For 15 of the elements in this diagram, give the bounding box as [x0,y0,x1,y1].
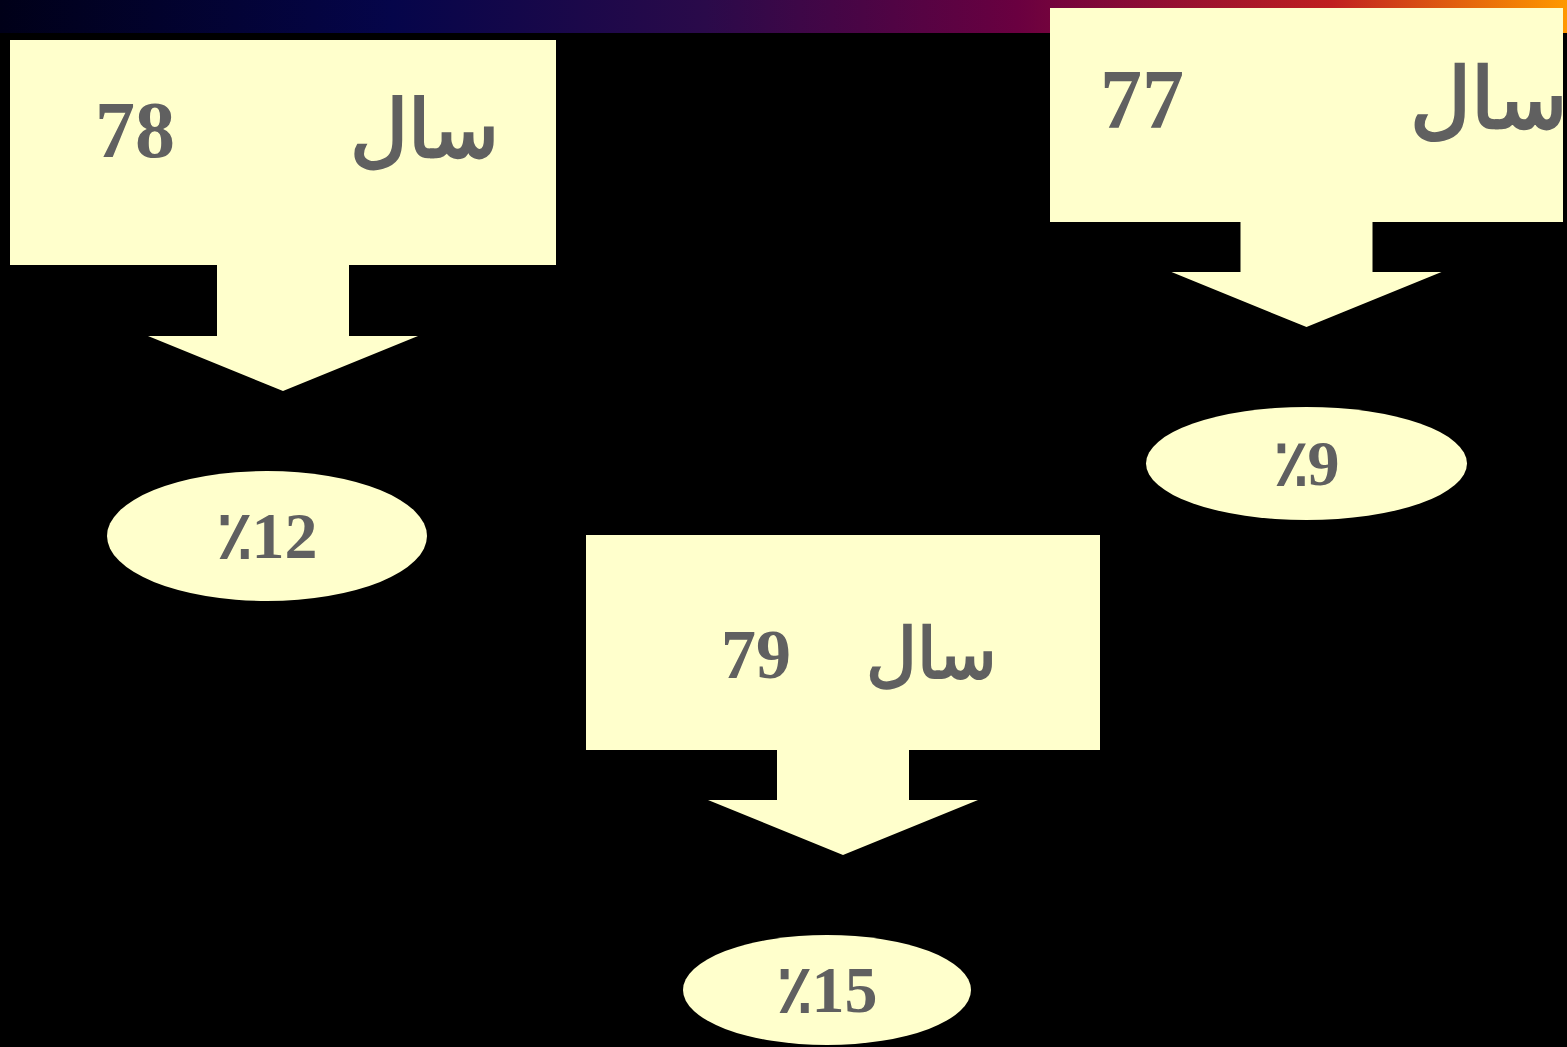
block-arrow [148,265,418,391]
label-box [586,535,1100,750]
box-text: سال [1410,58,1567,142]
box-text: 79 [721,620,791,690]
block-arrow [708,750,978,855]
box-text: 77 [1100,58,1184,142]
percent-value: ٪12 [216,503,318,569]
box-text: 78 [95,90,175,170]
box-text: سال [866,620,997,690]
block-arrow [1171,222,1442,327]
percent-value: ٪15 [776,957,878,1023]
label-box [10,40,556,265]
box-text: سال [350,90,499,170]
label-box [1050,8,1563,222]
percent-value: ٪9 [1273,431,1340,496]
